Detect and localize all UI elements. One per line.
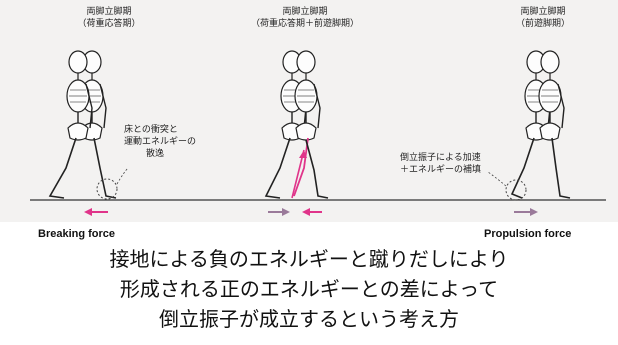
annotation-line: 散逸 [146,149,165,159]
annotation-line: ＋エネルギーの補填 [400,165,482,175]
phase-title: 両脚立脚期 [86,7,132,17]
phase-title: 両脚立脚期 [520,7,566,17]
phase-subtitle: （荷重応答期） [77,19,141,29]
gait-illustration [30,50,606,216]
skeleton-double-support [264,50,329,199]
annotation-line: 床との衝突と [124,125,178,135]
annotation-line: 運動エネルギーの [124,137,197,147]
phase-title: 両脚立脚期 [282,7,328,17]
caption-line: 形成される正のエネルギーとの差によって [119,277,499,301]
caption-line: 倒立振子が成立するという考え方 [159,307,459,331]
phase-label-loading-response: 両脚立脚期 （荷重応答期） [34,6,184,30]
breaking-force-label: Breaking force [38,228,116,240]
propulsion-arrow [514,208,538,216]
annotation-impact-dissipation: 床との衝突と 運動エネルギーの 散逸 [124,124,196,160]
double-support-arrows [268,208,322,216]
phase-subtitle: （荷重応答期＋前遊脚期） [250,19,359,29]
caption: 接地による負のエネルギーと蹴りだしにより 形成される正のエネルギーとの差によって… [0,244,618,334]
annotation-line: 倒立振子による加速 [400,153,481,163]
propulsion-force-label: Propulsion force [484,228,572,240]
braking-arrow [84,208,108,216]
caption-line: 接地による負のエネルギーと蹴りだしにより [109,247,509,271]
gait-figure: 両脚立脚期 （荷重応答期） 両脚立脚期 （荷重応答期＋前遊脚期） 両脚立脚期 （… [0,0,618,222]
heel-contact-marker [96,178,118,200]
toe-off-marker [505,179,527,201]
phase-subtitle: （前遊脚期） [515,19,570,29]
annotation-pendulum-acceleration: 倒立振子による加速 ＋エネルギーの補填 [400,152,481,176]
phase-label-double-support: 両脚立脚期 （荷重応答期＋前遊脚期） [230,6,380,30]
skeleton-pre-swing [505,50,571,201]
phase-label-pre-swing: 両脚立脚期 （前遊脚期） [468,6,618,30]
skeleton-heel-strike [48,50,118,200]
